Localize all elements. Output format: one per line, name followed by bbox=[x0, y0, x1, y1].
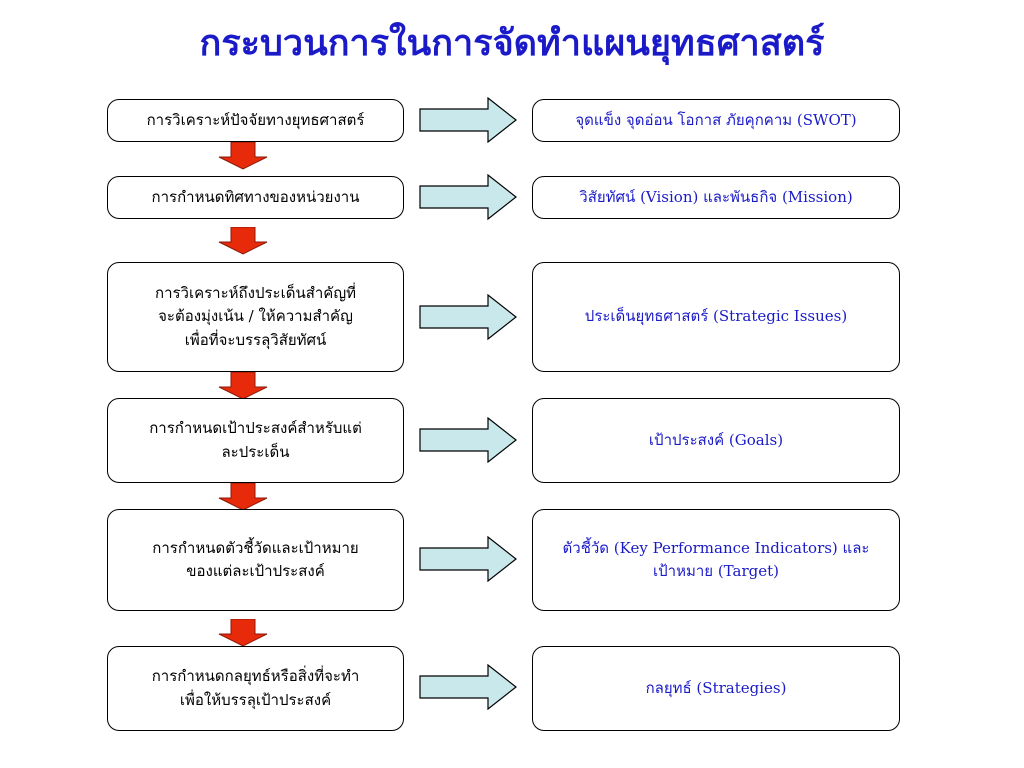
output-line: เป้าประสงค์ (Goals) bbox=[648, 430, 784, 449]
flow-arrow-icon bbox=[419, 174, 517, 220]
output-box-kpi-target: ตัวชี้วัด (Key Performance Indicators) แ… bbox=[532, 509, 900, 611]
output-line: เป้าหมาย (Target) bbox=[653, 562, 779, 580]
flow-arrow-icon bbox=[419, 417, 517, 463]
down-arrow-icon bbox=[218, 619, 268, 647]
process-line: การวิเคราะห์ปัจจัยทางยุทธศาสตร์ bbox=[146, 110, 365, 129]
process-line: ของแต่ละเป้าประสงค์ bbox=[186, 562, 325, 580]
output-box-goals: เป้าประสงค์ (Goals) bbox=[532, 398, 900, 483]
process-line: ละประเด็น bbox=[221, 442, 290, 461]
output-box-strategic-issues: ประเด็นยุทธศาสตร์ (Strategic Issues) bbox=[532, 262, 900, 372]
down-arrow-icon bbox=[218, 227, 268, 255]
output-box-swot: จุดแข็ง จุดอ่อน โอกาส ภัยคุกคาม (SWOT) bbox=[532, 99, 900, 142]
process-box-direction: การกำหนดทิศทางของหน่วยงาน bbox=[107, 176, 404, 219]
output-box-strategies: กลยุทธ์ (Strategies) bbox=[532, 646, 900, 731]
process-line: การกำหนดกลยุทธ์หรือสิ่งที่จะทำ bbox=[151, 667, 360, 686]
output-box-vision-mission: วิสัยทัศน์ (Vision) และพันธกิจ (Mission) bbox=[532, 176, 900, 219]
output-line: กลยุทธ์ (Strategies) bbox=[645, 678, 787, 697]
process-line: การกำหนดตัวชี้วัดและเป้าหมาย bbox=[152, 538, 359, 557]
page-title: กระบวนการในการจัดทำแผนยุทธศาสตร์ bbox=[199, 22, 825, 64]
flow-arrow-icon bbox=[419, 536, 517, 582]
process-box-swot-analysis: การวิเคราะห์ปัจจัยทางยุทธศาสตร์ bbox=[107, 99, 404, 142]
process-box-key-issues: การวิเคราะห์ถึงประเด็นสำคัญที่ จะต้องมุ่… bbox=[107, 262, 404, 372]
flow-arrow-icon bbox=[419, 294, 517, 340]
process-line: จะต้องมุ่งเน้น / ให้ความสำคัญ bbox=[158, 307, 353, 326]
down-arrow-icon bbox=[218, 142, 268, 170]
down-arrow-icon bbox=[218, 372, 268, 400]
process-line: การกำหนดทิศทางของหน่วยงาน bbox=[151, 187, 360, 206]
output-line: ตัวชี้วัด (Key Performance Indicators) แ… bbox=[562, 538, 870, 557]
process-box-kpi-targets: การกำหนดตัวชี้วัดและเป้าหมาย ของแต่ละเป้… bbox=[107, 509, 404, 611]
process-line: การกำหนดเป้าประสงค์สำหรับแต่ bbox=[149, 419, 362, 438]
flow-arrow-icon bbox=[419, 97, 517, 143]
flow-arrow-icon bbox=[419, 664, 517, 710]
process-line: การวิเคราะห์ถึงประเด็นสำคัญที่ bbox=[154, 284, 356, 303]
process-box-strategies: การกำหนดกลยุทธ์หรือสิ่งที่จะทำ เพื่อให้บ… bbox=[107, 646, 404, 731]
process-line: เพื่อที่จะบรรลุวิสัยทัศน์ bbox=[184, 330, 327, 349]
process-line: เพื่อให้บรรลุเป้าประสงค์ bbox=[179, 690, 332, 709]
output-line: วิสัยทัศน์ (Vision) และพันธกิจ (Mission) bbox=[579, 187, 853, 206]
down-arrow-icon bbox=[218, 483, 268, 511]
output-line: จุดแข็ง จุดอ่อน โอกาส ภัยคุกคาม (SWOT) bbox=[575, 110, 857, 129]
process-box-goals: การกำหนดเป้าประสงค์สำหรับแต่ ละประเด็น bbox=[107, 398, 404, 483]
output-line: ประเด็นยุทธศาสตร์ (Strategic Issues) bbox=[584, 307, 848, 326]
